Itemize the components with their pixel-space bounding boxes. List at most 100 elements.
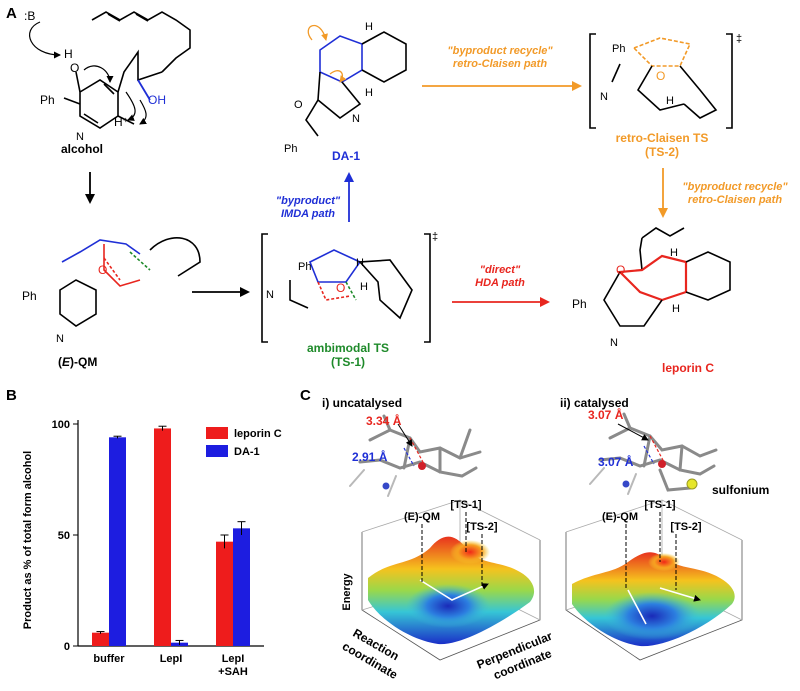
ts2-lactam — [636, 65, 685, 111]
qm-structure — [59, 237, 201, 327]
category-label: LepI — [222, 653, 245, 665]
leporin-red-ring — [617, 254, 688, 302]
ts2-cyclohexane — [679, 65, 718, 119]
qm-nh-label: N — [56, 333, 64, 345]
y-tick-label: 50 — [58, 530, 70, 542]
uncat-ts-peak — [450, 540, 490, 564]
direct-label-1: "direct" — [480, 264, 521, 276]
da1-styryl — [305, 99, 319, 137]
uncat-blue-distance-line — [403, 447, 415, 467]
ts2-orange-ring — [632, 37, 692, 67]
y-tick-label: 100 — [52, 419, 70, 431]
ts2-o-label: O — [656, 69, 665, 83]
ts2-sub-label: (TS-2) — [645, 145, 679, 159]
panel-c: C i) uncatalysed ii) catalysed 3.34 Å 2.… — [300, 387, 769, 682]
alcohol-label: alcohol — [61, 142, 103, 156]
leporin-nh-label: N — [610, 337, 618, 349]
uncat-oxygen-atom — [418, 462, 426, 470]
legend-swatch — [206, 445, 228, 457]
ts2-structure — [589, 33, 733, 129]
ts2-ph-label: Ph — [612, 43, 625, 55]
electron-push-arrow-2 — [125, 91, 136, 121]
legend-label: leporin C — [234, 428, 282, 440]
alcohol-nh-label: N — [76, 131, 84, 143]
energy-axis-label: Energy — [341, 572, 353, 610]
cat-nitrogen-atom — [622, 480, 630, 488]
category-label: LepI — [160, 653, 183, 665]
da1-nh-label: N — [352, 113, 360, 125]
cat-distance-arrow — [617, 423, 649, 441]
ts1-left-bracket — [261, 233, 268, 343]
legend-label: DA-1 — [234, 446, 260, 458]
ts2-right-bracket — [726, 33, 733, 129]
alcohol-pyridone-ring — [79, 79, 119, 129]
da1-h-label-2: H — [365, 87, 373, 99]
category-label: +SAH — [218, 666, 248, 678]
uncat-ring — [378, 458, 478, 478]
qm-ring-chain — [149, 237, 201, 277]
leporin-pyridone — [603, 271, 663, 327]
da1-orange-arrow-2 — [329, 70, 347, 83]
uncat-energy-well — [406, 584, 490, 628]
alcohol-chain — [91, 11, 191, 73]
ts2-styryl — [611, 63, 621, 83]
ts2-h-label: H — [666, 95, 674, 107]
direct-label-2: HDA path — [475, 277, 525, 289]
cat-h-bonds — [589, 467, 637, 495]
panel-c-letter: C — [300, 387, 311, 404]
da1-blue-ring — [319, 35, 363, 83]
cat-blue-distance-line — [643, 445, 655, 465]
y-axis-title: Product as % of total form alcohol — [22, 451, 34, 629]
panel-b: B Product as % of total form alcohol 050… — [6, 387, 282, 678]
ts1-o-label: O — [336, 281, 345, 295]
qm-green-dash — [129, 251, 151, 271]
cat-backbone — [608, 426, 718, 458]
ts1-blue-ring — [308, 249, 362, 283]
uncat-h-bonds — [349, 469, 397, 497]
ts1-label: ambimodal TS — [307, 341, 389, 355]
da1-cyclohexane — [361, 31, 407, 83]
alcohol-ring-oh — [75, 71, 81, 93]
ts2-nh-label: N — [600, 91, 608, 103]
leporin-pyran-top — [639, 237, 643, 271]
uncat-ts2-label: [TS-2] — [466, 521, 498, 533]
base-label: :B — [24, 9, 35, 23]
cat-ts-peak — [648, 553, 680, 571]
bar — [92, 632, 109, 646]
da1-label: DA-1 — [332, 149, 360, 163]
uncat-path-arrow — [419, 579, 489, 601]
qm-heterodiene — [103, 244, 141, 287]
cat-red-distance: 3.07 Å — [588, 407, 624, 422]
alcohol-ph-label: Ph — [40, 93, 55, 107]
leporin-label: leporin C — [662, 361, 714, 375]
recycle-label-1: "byproduct recycle" — [447, 45, 553, 57]
leporin-h-label-2: H — [672, 303, 680, 315]
imda-path-label-1: "byproduct" — [276, 195, 341, 207]
cat-ts2-label: [TS-2] — [670, 521, 702, 533]
uncat-red-distance: 3.34 Å — [366, 413, 402, 428]
cat-energy-well — [604, 592, 700, 640]
ts2-left-bracket — [589, 33, 596, 129]
alcohol-h-label: H — [64, 47, 73, 61]
da1-structure — [305, 24, 407, 137]
ts1-sub-label: (TS-1) — [331, 355, 365, 369]
uncat-box-front — [361, 532, 541, 661]
category-label: buffer — [93, 653, 125, 665]
leporin-propenyl — [641, 227, 685, 239]
sulfur-atom — [686, 478, 698, 490]
legend-swatch — [206, 427, 228, 439]
uncat-ts1-label: [TS-1] — [450, 499, 482, 511]
uncat-qm-label: (E)-QM — [404, 511, 440, 523]
y-tick-label: 0 — [64, 641, 70, 653]
ts1-dagger: ‡ — [432, 231, 438, 243]
ts1-h-label-1: H — [356, 257, 364, 269]
cat-ring — [618, 456, 716, 476]
catalysed-title: ii) catalysed — [560, 396, 629, 410]
cat-ts1-label: [TS-1] — [644, 499, 676, 511]
leporin-cyclohexane — [685, 251, 731, 301]
uncat-nitrogen-atom — [382, 482, 390, 490]
da1-orange-arrow-1 — [307, 24, 328, 41]
qm-o-label: O — [98, 263, 107, 277]
cat-path-arrows — [627, 587, 700, 625]
